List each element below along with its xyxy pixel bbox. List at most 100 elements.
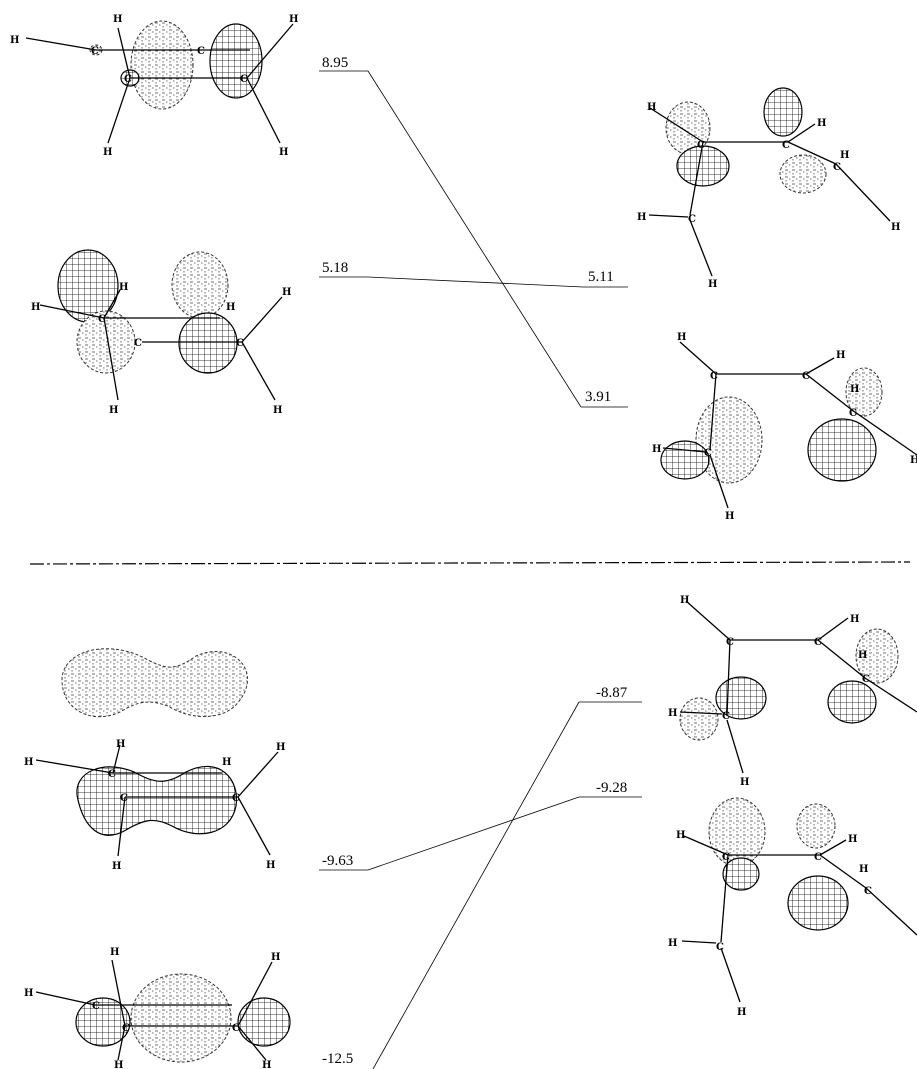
bond-line <box>817 617 849 641</box>
hydrogen-atom-label: H <box>680 595 689 606</box>
bond-line <box>726 639 731 716</box>
hydrogen-atom-label: H <box>222 757 231 768</box>
hydrogen-atom-label: H <box>282 287 291 298</box>
orbital-lobe-positive <box>237 997 291 1047</box>
orbital-lobe-negative <box>796 803 836 849</box>
carbon-atom-label: C <box>864 886 872 897</box>
carbon-atom-label: C <box>232 1023 240 1034</box>
carbon-atom-label: C <box>120 793 128 804</box>
orbital-lobe-negative <box>61 648 248 718</box>
hydrogen-atom-label: H <box>24 988 33 999</box>
orbital-lobe-positive <box>75 997 131 1047</box>
bond-line <box>787 123 816 143</box>
bond-line <box>241 341 276 401</box>
level-label-minus-12.5: -12.5 <box>322 1051 353 1067</box>
carbon-atom-label: C <box>697 140 705 151</box>
orbital-lobe-negative <box>779 154 827 194</box>
bond-line <box>117 1025 126 1061</box>
orbital-lobe-negative <box>708 797 766 867</box>
bond-line <box>237 796 271 856</box>
correlation-minus-12.5-to-minus-8.87 <box>372 701 580 1069</box>
hydrogen-atom-label: H <box>637 212 646 223</box>
bond-line <box>787 141 837 165</box>
bond-line <box>720 947 741 1003</box>
bond-line <box>851 409 917 456</box>
orbital-lobe-negative <box>855 628 899 684</box>
orbital-lobe-negative <box>130 973 232 1063</box>
hydrogen-atom-label: H <box>850 384 859 395</box>
level-label-5.11: 5.11 <box>588 269 614 285</box>
bond-line <box>648 214 689 218</box>
bond-line <box>25 37 97 51</box>
bond-line <box>246 23 294 79</box>
bond-line <box>683 835 729 856</box>
carbon-atom-label: C <box>802 371 810 382</box>
carbon-atom-label: C <box>134 338 142 349</box>
hydrogen-atom-label: H <box>262 1060 271 1069</box>
bond-line <box>835 163 891 222</box>
bond-line <box>103 317 119 401</box>
bond-line <box>39 304 105 319</box>
carbon-atom-label: C <box>108 769 116 780</box>
bond-line <box>679 711 723 715</box>
bond-line <box>805 373 853 411</box>
carbon-atom-label: C <box>704 448 712 459</box>
hydrogen-atom-label: H <box>10 35 19 46</box>
bond-line <box>865 887 917 936</box>
bond-line <box>117 796 126 857</box>
orbital-lobe-positive <box>807 418 877 482</box>
orbital-lobe-positive <box>676 145 730 187</box>
hydrogen-atom-label: H <box>276 742 285 753</box>
carbon-atom-label: C <box>124 74 132 85</box>
hydrogen-atom-label: H <box>103 147 112 158</box>
level-label-5.18: 5.18 <box>322 260 348 276</box>
hydrogen-atom-label: H <box>677 332 686 343</box>
carbon-atom-label: C <box>232 793 240 804</box>
hydrogen-atom-label: H <box>647 102 656 113</box>
level-label-minus-8.87: -8.87 <box>596 685 628 701</box>
orbital-lobe-positive <box>76 765 238 836</box>
bond-line <box>111 959 126 1027</box>
carbon-atom-label: C <box>814 852 822 863</box>
bond-line <box>35 759 114 774</box>
orbital-right-upper-occupied: H C C H H C H C H <box>668 595 917 788</box>
orbital-lobe-negative <box>130 20 194 110</box>
carbon-atom-label: C <box>814 637 822 648</box>
orbital-lobe-positive <box>178 312 238 374</box>
hydrogen-atom-label: H <box>858 650 867 661</box>
hydrogen-atom-label: H <box>891 222 900 233</box>
correlation-minus-9.63-to-minus-9.28 <box>367 796 580 871</box>
orbital-lobe-negative <box>171 251 229 319</box>
hydrogen-atom-label: H <box>817 118 826 129</box>
hydrogen-atom-label: H <box>910 455 917 466</box>
hydrogen-atom-label: H <box>266 860 275 871</box>
orbital-lobe-positive <box>763 87 803 137</box>
hydrogen-atom-label: H <box>676 830 685 841</box>
orbital-top-left: H H C C C C H H H <box>10 14 298 158</box>
carbon-atom-label: C <box>236 338 244 349</box>
hydrogen-atom-label: H <box>279 147 288 158</box>
carbon-atom-label: C <box>98 314 106 325</box>
correlation-5.18-to-5.11 <box>367 276 584 288</box>
carbon-atom-label: C <box>91 46 99 57</box>
hydrogen-atom-label: H <box>24 757 33 768</box>
hydrogen-atom-label: H <box>652 444 661 455</box>
orbital-lobe-negative <box>679 697 719 741</box>
level-label-minus-9.28: -9.28 <box>596 780 627 796</box>
orbital-right-mid: H C C H H C H H C H <box>637 87 900 290</box>
bond-line <box>817 639 866 679</box>
hydrogen-atom-label: H <box>116 739 125 750</box>
hydrogen-atom-label: H <box>271 952 280 963</box>
carbon-atom-label: C <box>722 852 730 863</box>
orbital-lobe-positive <box>660 440 710 480</box>
bond-line <box>649 107 704 143</box>
hydrogen-atom-label: H <box>668 938 677 949</box>
hydrogen-atom-label: H <box>840 150 849 161</box>
bond-line <box>237 961 273 1027</box>
hydrogen-atom-label: H <box>114 1060 123 1069</box>
orbital-left-mid: H H C C H C H H H <box>31 249 291 416</box>
orbital-lobe-positive <box>722 857 760 891</box>
bond-line <box>720 854 729 943</box>
orbital-lobe-positive <box>209 23 263 99</box>
level-label-minus-9.63: -9.63 <box>322 853 353 869</box>
